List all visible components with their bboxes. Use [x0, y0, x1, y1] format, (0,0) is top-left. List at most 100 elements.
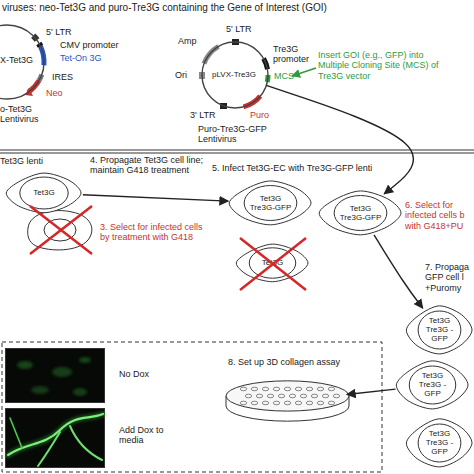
collagen-dish: 8. Set up 3D collagen assay — [225, 380, 350, 422]
cell: Tet3G Tre3G -GFP — [395, 360, 470, 410]
embedded-cell — [273, 401, 279, 405]
node-text: 3' LTR — [190, 110, 216, 120]
embedded-cell — [300, 394, 306, 398]
step-note: Insert GOI (e.g., GFP) into Multiple Clo… — [318, 50, 448, 81]
embedded-cell — [328, 387, 334, 391]
micrograph: Add Dox to media — [5, 408, 105, 468]
cell-membrane — [229, 181, 311, 225]
embedded-cell — [251, 401, 257, 405]
node-text: o-Tet3G Lentivirus — [0, 104, 52, 125]
micrograph: No Dox — [5, 348, 105, 403]
gfp-vessel — [70, 426, 102, 460]
collagen-dish-outline — [225, 380, 350, 422]
node-text: Tet3G Tre3G-GFP — [339, 204, 383, 222]
amp-segment — [204, 46, 219, 63]
cell-membrane — [236, 244, 308, 282]
node-text: Tet3G Tre3G-GFP — [249, 194, 293, 212]
cell-membrane — [396, 361, 468, 409]
gfp-vessels — [8, 414, 103, 466]
node-text: 8. Set up 3D collagen assay — [228, 357, 340, 367]
edge-label: 7. Propaga GFP cell l +Puromy — [425, 262, 474, 293]
step-note: 6. Select for infected cells b with G418… — [405, 200, 474, 231]
process-arrow — [266, 85, 413, 193]
cell: Tet3G — [5, 172, 83, 214]
node-text: MCS — [274, 71, 294, 81]
gfp-vessel — [10, 418, 22, 448]
fluorescence-speck — [31, 386, 49, 394]
cell: Tet3G Tre3G -GFP — [405, 305, 474, 355]
node-text: IRES — [52, 72, 73, 82]
cell-nucleus — [409, 366, 456, 404]
divider-line — [0, 150, 474, 151]
node-text: Tre3G promoter — [273, 44, 318, 65]
embedded-cell — [251, 387, 257, 391]
gfp-glow — [8, 414, 103, 455]
gfp-vessel — [38, 432, 60, 466]
node-text: Amp — [178, 36, 197, 46]
node-text: Ori — [175, 70, 187, 80]
embedded-cell — [295, 401, 301, 405]
step-note: 5. Infect Tet3G-EC with Tre3G-GFP lenti — [212, 163, 372, 173]
node-text: X-Tet3G — [0, 55, 33, 65]
dish-rim — [226, 381, 349, 411]
node-text: Tet3G Tre3G -GFP — [425, 429, 455, 457]
embedded-cell — [317, 387, 323, 391]
divider-line — [0, 153, 474, 154]
embedded-cell — [240, 387, 246, 391]
cell-nucleus — [334, 196, 387, 231]
cell-nucleus — [418, 424, 461, 462]
embedded-cell — [306, 401, 312, 405]
red-cross — [240, 238, 306, 290]
cell-membrane — [319, 191, 401, 235]
dead-cell — [28, 211, 92, 250]
cell-membrane — [406, 306, 472, 354]
gfp-vessel — [8, 414, 103, 455]
cell-nucleus — [244, 186, 297, 221]
cell-nucleus — [418, 311, 461, 349]
cell-nucleus — [249, 248, 296, 278]
process-arrow — [83, 195, 228, 201]
puro-segment — [244, 96, 261, 107]
red-cross — [30, 206, 92, 254]
embedded-cell — [262, 401, 268, 405]
embedded-cell — [240, 401, 246, 405]
cell-nucleus — [44, 219, 76, 241]
node-text: Add Dox to media — [119, 425, 189, 446]
red-cross — [240, 238, 306, 290]
embedded-cell — [267, 394, 273, 398]
node-text: Puro-Tre3G-GFP Lentivirus — [198, 124, 283, 145]
embedded-cell — [256, 394, 262, 398]
embedded-cell — [322, 394, 328, 398]
cell: Tet3G Tre3G -GFP — [405, 418, 474, 468]
insert-arrow — [292, 68, 316, 76]
node-text: Tet3G — [27, 188, 61, 197]
embedded-cell — [278, 394, 284, 398]
node-text: No Dox — [119, 369, 149, 379]
plasmid-circle — [202, 42, 268, 108]
node-text: Puro — [250, 110, 269, 120]
cell-nucleus — [20, 177, 68, 209]
fluorescence-speck — [17, 361, 33, 369]
fluorescence-speck — [79, 357, 91, 363]
dead-cell: Tet3G — [235, 243, 310, 283]
embedded-cell — [245, 394, 251, 398]
red-cross — [30, 206, 92, 254]
step-note: 3. Select for infected cells by treatmen… — [100, 222, 212, 243]
embedded-cell — [311, 394, 317, 398]
cell-membrane — [6, 173, 81, 213]
fluorescence-speck — [73, 388, 87, 396]
plasmid-circle — [0, 25, 44, 99]
embedded-cell — [306, 387, 312, 391]
node-text: pLVX-Tre3G — [212, 70, 256, 79]
embedded-cell — [317, 401, 323, 405]
node-text: Tet3G Tre3G -GFP — [418, 371, 448, 399]
cell-membrane — [406, 419, 472, 467]
plasmid-map: X-Tet3G5' LTRCMV promoterTet-On 3GIRESNe… — [0, 25, 44, 99]
embedded-cell — [333, 394, 339, 398]
embedded-cell — [289, 394, 295, 398]
step-note: Tet3G lenti — [0, 156, 43, 166]
